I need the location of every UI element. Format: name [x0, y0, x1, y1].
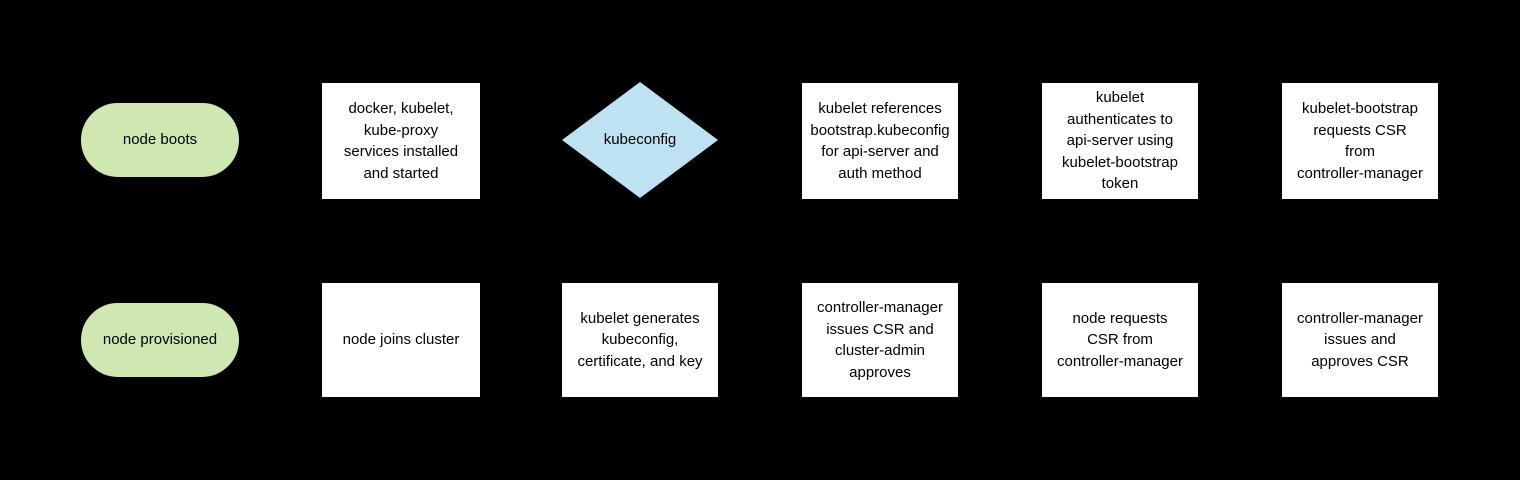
node-controller-manager-issues-csr[interactable]: controller-manager issues CSR and cluste… [801, 282, 959, 398]
node-label-services-installed: docker, kubelet, kube-proxy services ins… [343, 100, 459, 182]
node-kubelet-authenticates[interactable]: kubelet authenticates to api-server usin… [1041, 82, 1199, 200]
node-services-installed[interactable]: docker, kubelet, kube-proxy services ins… [321, 82, 481, 200]
node-label-kubelet-references-bootstrap-kubeconfig: kubelet references bootstrap.kubeconfig … [810, 100, 950, 182]
node-kubelet-bootstrap-requests-csr[interactable]: kubelet-bootstrap requests CSR from cont… [1281, 82, 1439, 200]
node-label-node-provisioned: node provisioned [102, 331, 218, 349]
node-label-kubelet-bootstrap-requests-csr: kubelet-bootstrap requests CSR from cont… [1297, 100, 1423, 182]
node-node-boots[interactable]: node boots [81, 103, 239, 177]
node-kubeconfig[interactable]: kubeconfig [562, 82, 718, 198]
node-node-provisioned[interactable]: node provisioned [81, 303, 239, 377]
node-label-kubelet-generates-kubeconfig: kubelet generates kubeconfig, certificat… [577, 309, 703, 370]
node-node-joins-cluster[interactable]: node joins cluster [321, 282, 481, 398]
node-label-node-boots: node boots [122, 131, 198, 149]
node-node-requests-csr[interactable]: node requests CSR from controller-manage… [1041, 282, 1199, 398]
diamond-shape-kubeconfig [562, 82, 718, 198]
node-label-controller-manager-issues-approves-csr: controller-manager issues and approves C… [1297, 309, 1423, 370]
node-controller-manager-issues-approves-csr[interactable]: controller-manager issues and approves C… [1281, 282, 1439, 398]
node-label-node-requests-csr: node requests CSR from controller-manage… [1057, 309, 1183, 370]
node-label-kubelet-authenticates: kubelet authenticates to api-server usin… [1062, 89, 1178, 193]
node-label-node-joins-cluster: node joins cluster [342, 331, 460, 349]
node-label-controller-manager-issues-csr: controller-manager issues CSR and cluste… [817, 299, 943, 381]
node-kubelet-generates-kubeconfig[interactable]: kubelet generates kubeconfig, certificat… [561, 282, 719, 398]
node-kubelet-references-bootstrap-kubeconfig[interactable]: kubelet references bootstrap.kubeconfig … [801, 82, 959, 200]
